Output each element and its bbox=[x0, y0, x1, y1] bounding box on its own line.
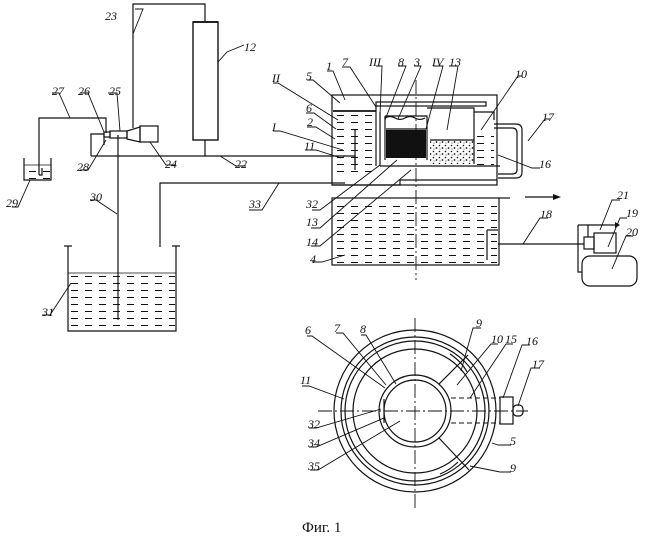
label-22: 22 bbox=[235, 157, 247, 171]
plan-label-32: 32 bbox=[307, 417, 320, 431]
label-16: 16 bbox=[539, 157, 551, 171]
plan-label-34: 34 bbox=[307, 436, 320, 450]
label-IV: IV bbox=[431, 55, 445, 69]
plan-view bbox=[318, 318, 528, 509]
plan-label-6: 6 bbox=[305, 323, 311, 337]
column-12 bbox=[192, 21, 219, 141]
bath-31 bbox=[64, 245, 180, 332]
label-1: 1 bbox=[326, 59, 332, 73]
flow-arrow bbox=[525, 194, 561, 200]
vessel-29 bbox=[23, 158, 52, 181]
label-12: 12 bbox=[244, 40, 256, 54]
label-3: 3 bbox=[413, 55, 420, 69]
label-8: 8 bbox=[398, 55, 404, 69]
label-24: 24 bbox=[165, 157, 177, 171]
label-25: 25 bbox=[109, 84, 121, 98]
label-29: 29 bbox=[6, 196, 18, 210]
plan-label-8: 8 bbox=[360, 322, 366, 336]
label-I: I bbox=[271, 120, 277, 134]
label-6: 6 bbox=[306, 101, 312, 115]
plan-label-9-top: 9 bbox=[476, 316, 482, 330]
leader-lines bbox=[12, 8, 633, 473]
label-19: 19 bbox=[626, 206, 638, 220]
label-III: III bbox=[368, 55, 382, 69]
pipe-17 bbox=[494, 123, 523, 179]
label-10: 10 bbox=[515, 67, 527, 81]
plan-label-15: 15 bbox=[505, 332, 517, 346]
label-20: 20 bbox=[626, 225, 638, 239]
label-31: 31 bbox=[41, 305, 54, 319]
label-II: II bbox=[271, 71, 281, 85]
reactor-assembly bbox=[331, 80, 523, 280]
labels: 23 12 27 26 25 28 24 22 29 30 31 33 II 5… bbox=[6, 9, 638, 536]
label-30: 30 bbox=[89, 190, 102, 204]
label-2: 2 bbox=[307, 115, 313, 129]
label-21: 21 bbox=[617, 188, 629, 202]
label-13b: 13 bbox=[306, 215, 318, 229]
sorbent-bed-IV bbox=[386, 130, 426, 158]
label-27: 27 bbox=[52, 84, 65, 98]
label-17: 17 bbox=[542, 110, 555, 124]
label-33: 33 bbox=[248, 197, 261, 211]
label-32: 32 bbox=[305, 197, 318, 211]
pump-unit-19-20 bbox=[577, 222, 638, 287]
circulation-loop-23 bbox=[132, 3, 206, 128]
pump-24 bbox=[90, 125, 159, 156]
plan-label-11: 11 bbox=[300, 373, 311, 387]
label-5: 5 bbox=[306, 69, 312, 83]
plan-label-10: 10 bbox=[491, 332, 503, 346]
plan-label-9-bottom: 9 bbox=[510, 461, 516, 475]
plan-label-35: 35 bbox=[307, 459, 320, 473]
label-18: 18 bbox=[540, 207, 552, 221]
label-13: 13 bbox=[449, 55, 461, 69]
line-27 bbox=[38, 117, 107, 175]
label-4: 4 bbox=[310, 252, 316, 266]
label-26: 26 bbox=[78, 84, 90, 98]
label-28: 28 bbox=[77, 160, 89, 174]
label-11: 11 bbox=[304, 139, 315, 153]
label-14: 14 bbox=[306, 235, 318, 249]
plan-label-5: 5 bbox=[510, 434, 516, 448]
plan-label-17: 17 bbox=[532, 357, 545, 371]
plan-label-7: 7 bbox=[334, 321, 341, 335]
label-7: 7 bbox=[342, 55, 349, 69]
line-33 bbox=[159, 182, 345, 247]
plan-label-16: 16 bbox=[526, 334, 538, 348]
figure-caption: Фиг. 1 bbox=[302, 520, 341, 536]
label-23: 23 bbox=[105, 9, 117, 23]
